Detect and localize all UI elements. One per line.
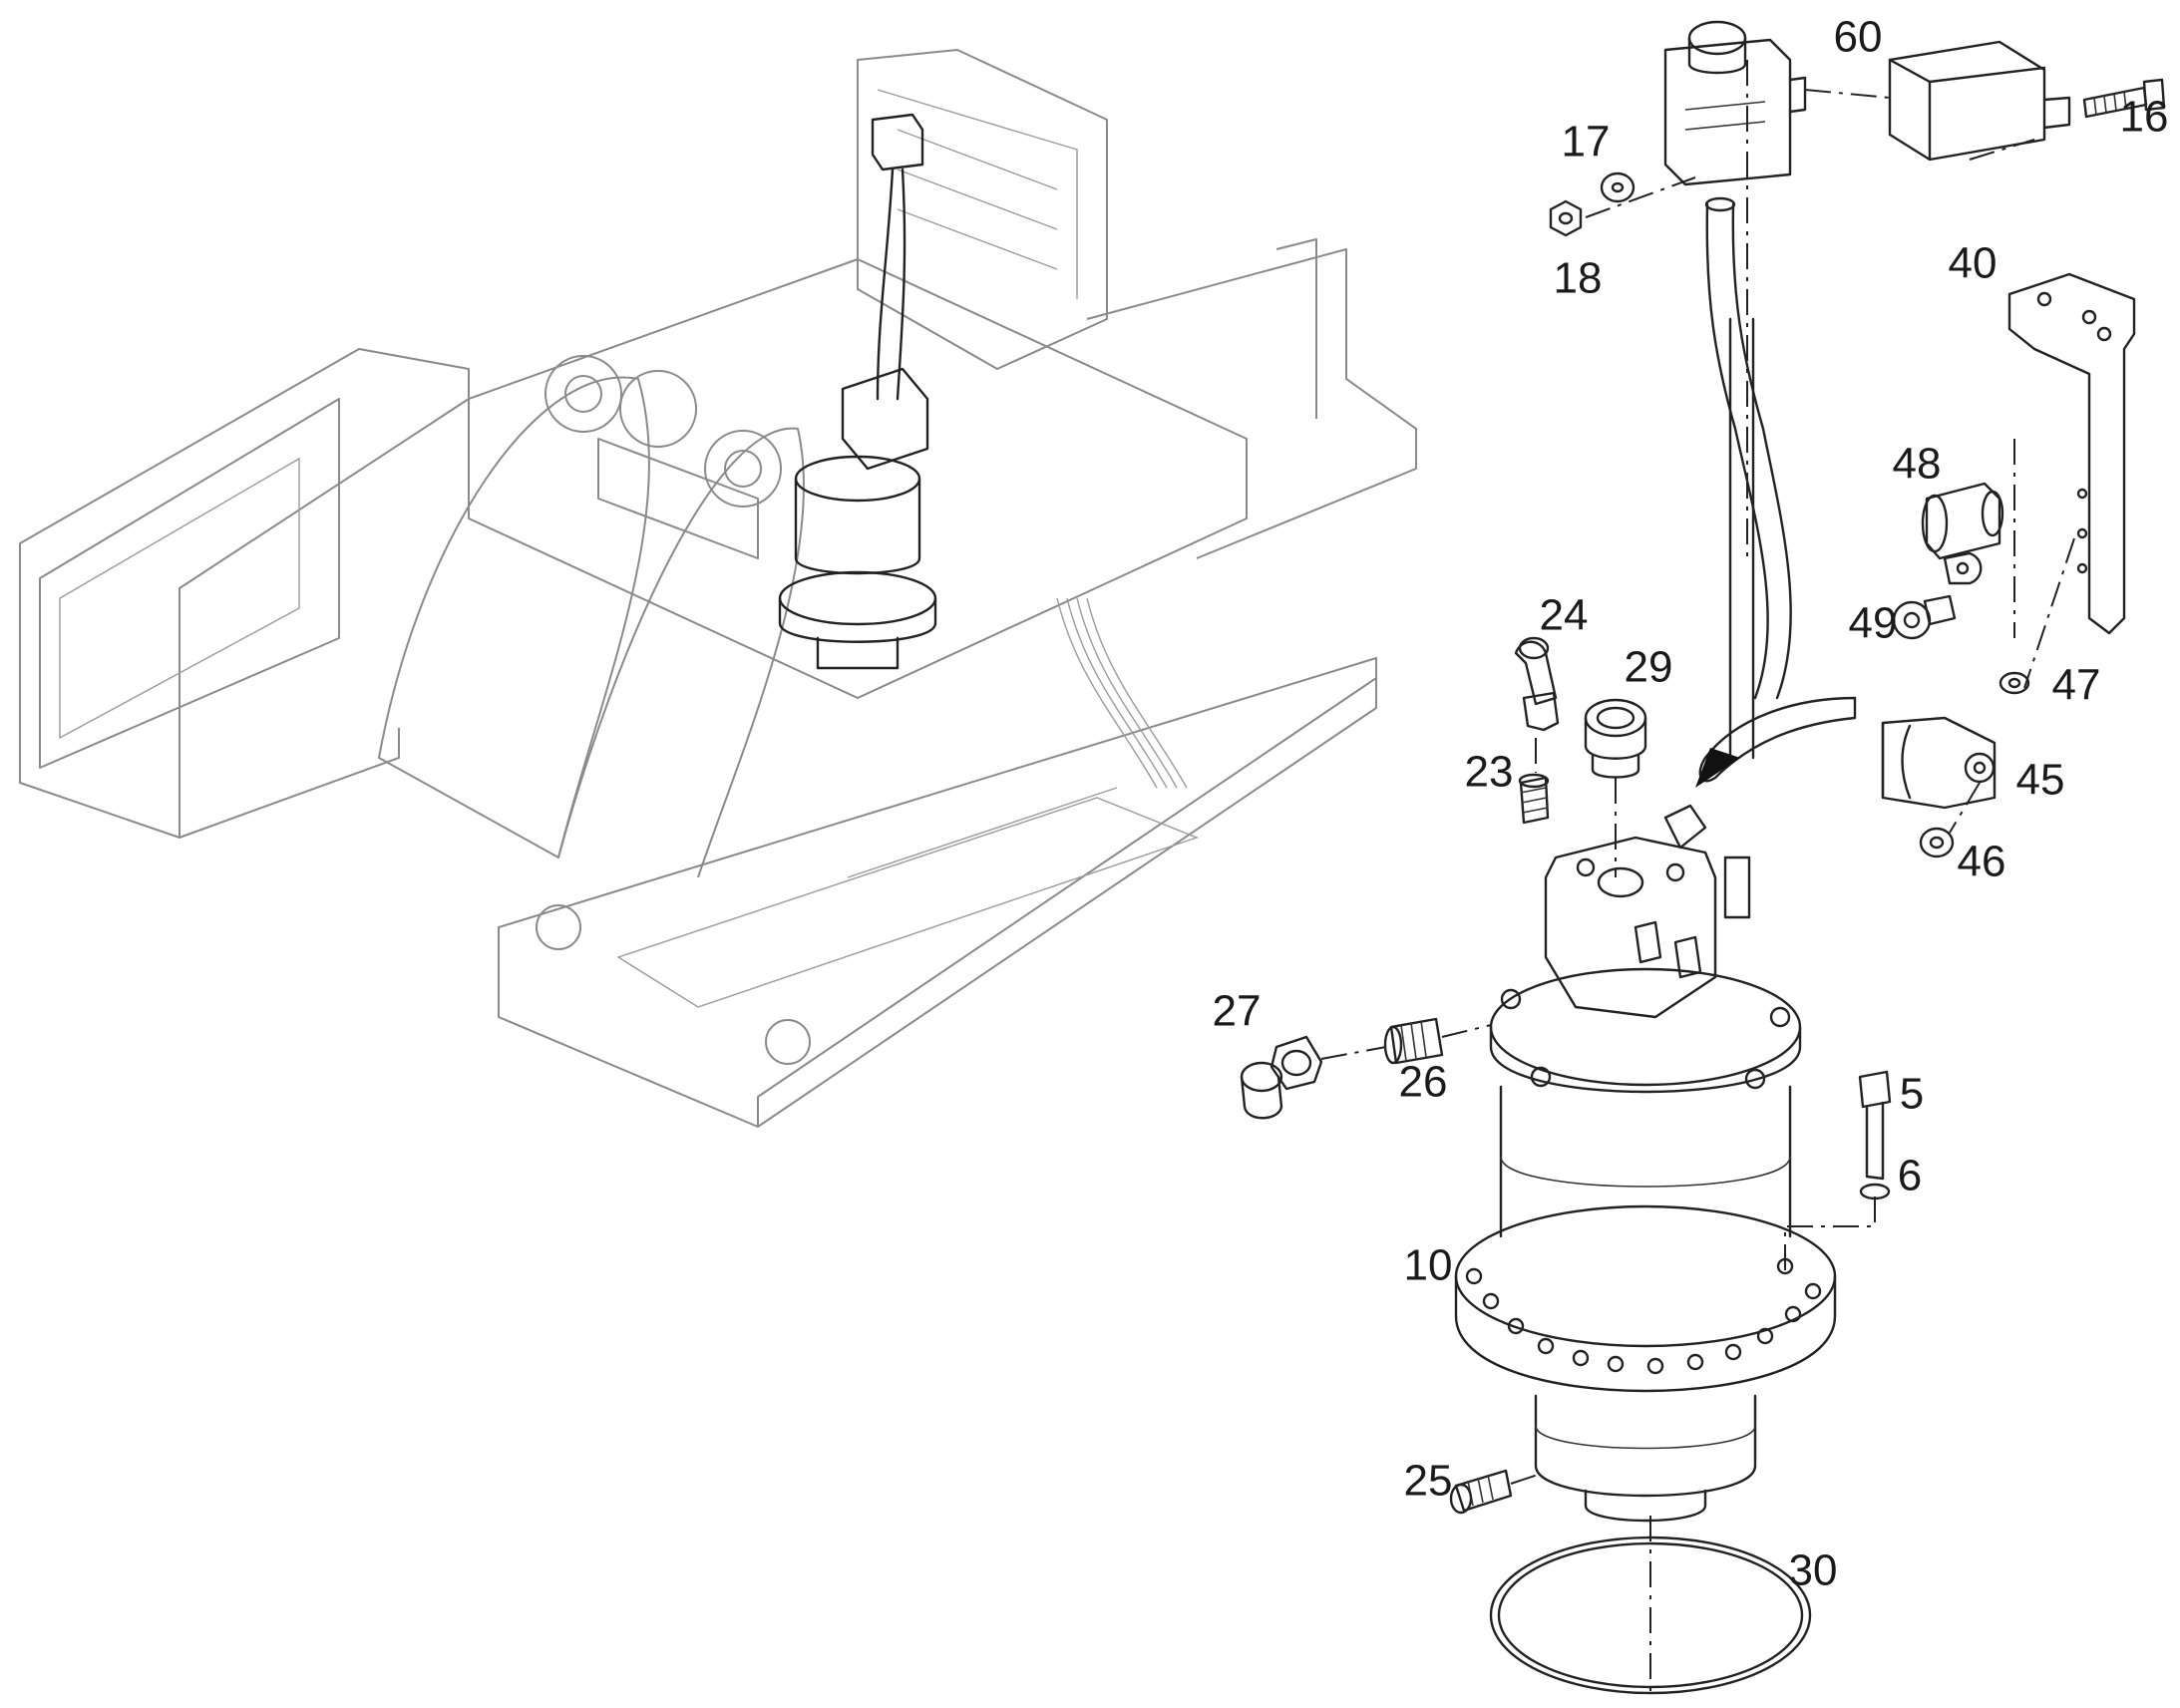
part-label-40: 40 — [1949, 239, 1998, 288]
part-label-24: 24 — [1540, 591, 1589, 640]
flange-bolt-holes — [1465, 1257, 1822, 1375]
part-label-25: 25 — [1404, 1457, 1453, 1506]
part-label-48: 48 — [1893, 440, 1942, 489]
part-label-45: 45 — [2016, 756, 2065, 805]
part-label-46: 46 — [1958, 838, 2006, 886]
installed-swing-drive-drawing — [778, 113, 937, 670]
exploded-parts-drawing — [1240, 20, 2166, 1695]
part-label-17: 17 — [1562, 118, 1611, 167]
part-label-6: 6 — [1898, 1152, 1922, 1200]
part-label-30: 30 — [1789, 1546, 1838, 1595]
part-label-60: 60 — [1834, 13, 1883, 62]
part-label-27: 27 — [1213, 987, 1262, 1036]
excavator-frame-drawing — [19, 49, 1417, 1128]
part-label-29: 29 — [1625, 643, 1673, 692]
part-labels: 60 16 17 18 40 48 49 47 45 46 24 29 23 2… — [1213, 13, 2169, 1595]
part-label-23: 23 — [1465, 748, 1514, 797]
part-label-10: 10 — [1404, 1241, 1453, 1290]
part-label-49: 49 — [1849, 599, 1898, 648]
part-label-5: 5 — [1900, 1070, 1924, 1119]
part-label-26: 26 — [1399, 1058, 1448, 1107]
part-label-16: 16 — [2120, 93, 2169, 142]
part-label-18: 18 — [1554, 254, 1603, 303]
part-label-47: 47 — [2052, 661, 2101, 710]
